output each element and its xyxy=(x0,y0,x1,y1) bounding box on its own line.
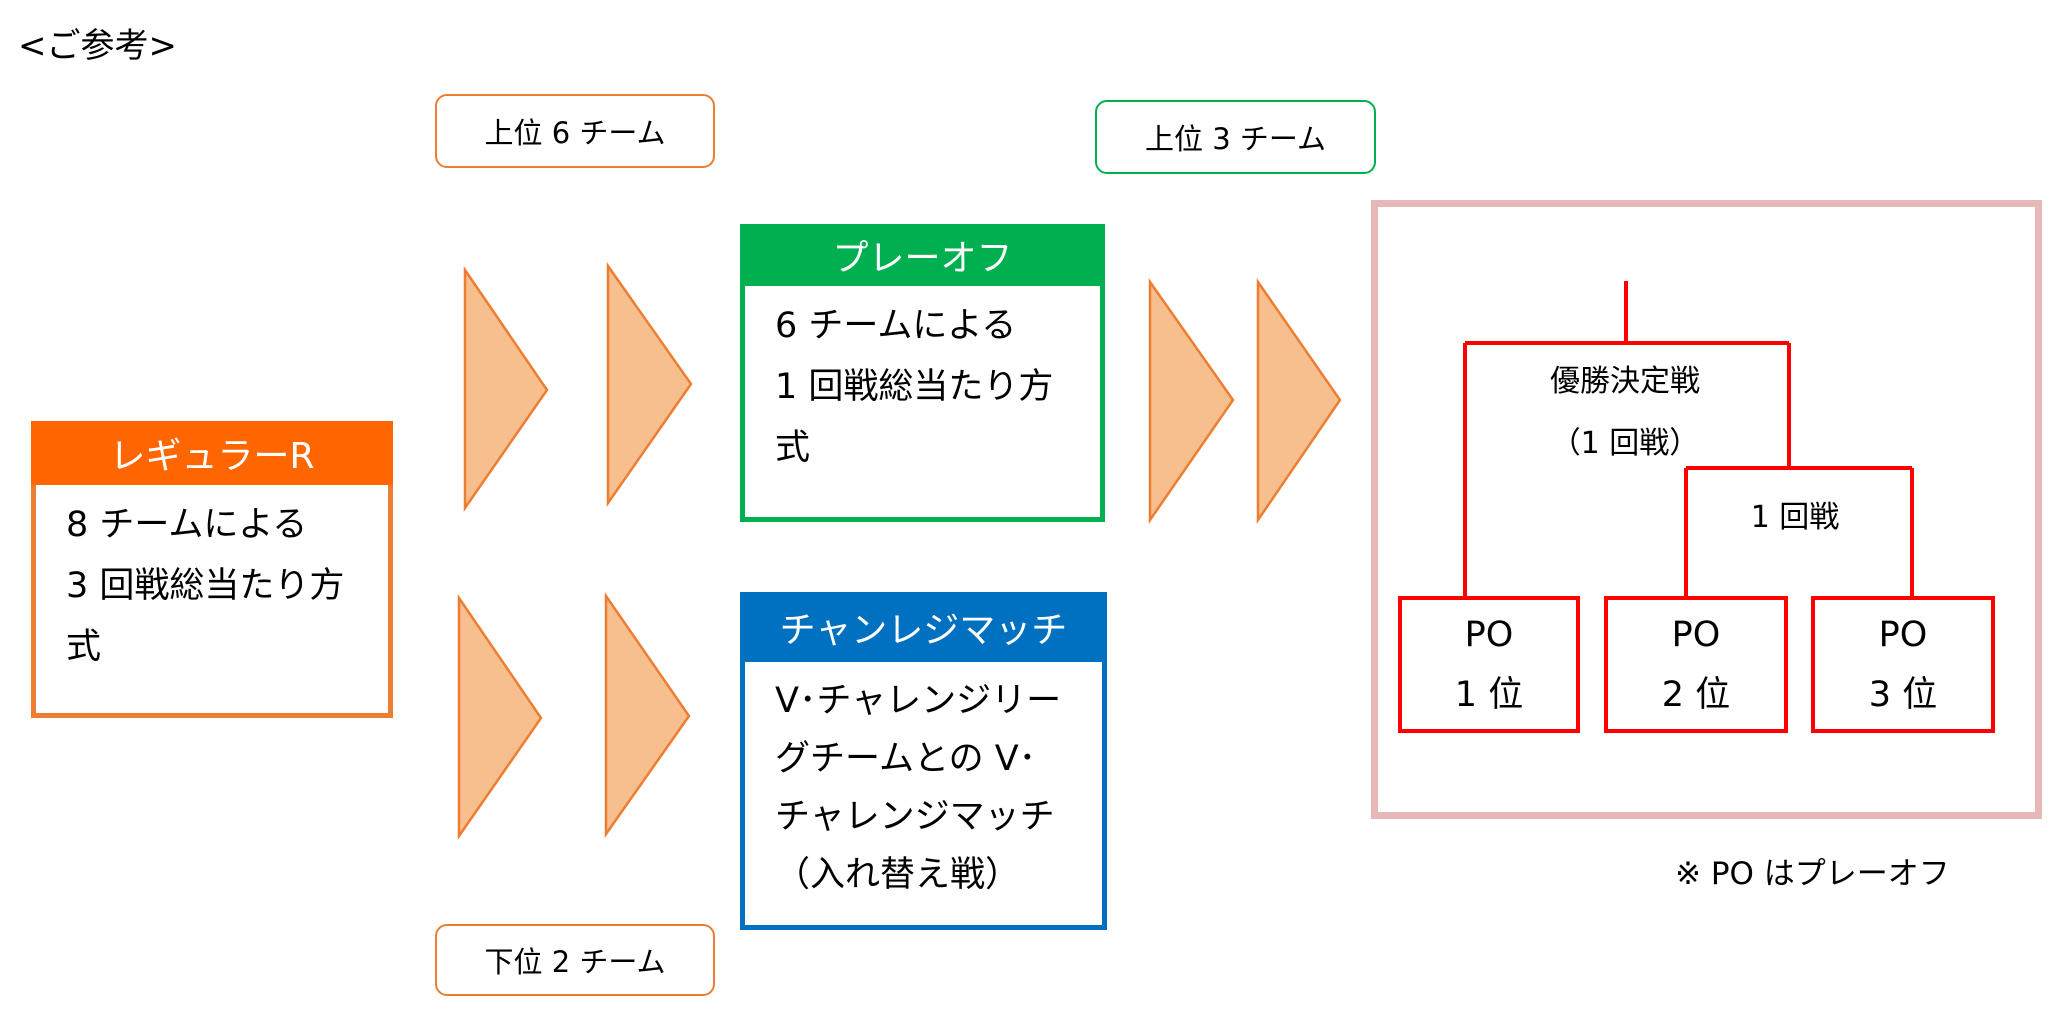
po-2nd-box: PO 2 位 xyxy=(1604,596,1788,733)
challenge-match-title: チャンレジマッチ xyxy=(740,592,1107,662)
final-label: 優勝決定戦 xyxy=(1550,364,1700,399)
label-top6: 上位 6 チーム xyxy=(435,94,715,168)
label-bottom2: 下位 2 チーム xyxy=(435,924,715,996)
po-2nd-top: PO xyxy=(1671,614,1721,655)
po-3rd-bottom: 3 位 xyxy=(1868,674,1938,715)
arrow-top-1 xyxy=(463,265,549,512)
po-2nd-bottom: 2 位 xyxy=(1661,674,1731,715)
bracket-frame xyxy=(1371,200,2042,819)
arrow-playoff-2 xyxy=(1256,278,1342,525)
arrow-bottom-2 xyxy=(604,591,691,838)
challenge-match-box: チャンレジマッチ V･チャレンジリー グチームとの V･ チャレンジマッチ （入… xyxy=(740,592,1107,930)
label-top3: 上位 3 チーム xyxy=(1095,100,1376,174)
arrow-top-2 xyxy=(606,262,693,507)
arrow-playoff-1 xyxy=(1148,278,1235,525)
po-1st-box: PO 1 位 xyxy=(1398,596,1580,733)
playoff-body: 6 チームによる 1 回戦総当たり方 式 xyxy=(775,306,1054,468)
playoff-box: プレーオフ 6 チームによる 1 回戦総当たり方 式 xyxy=(740,224,1105,522)
po-1st-bottom: 1 位 xyxy=(1454,674,1524,715)
footnote: ※ PO はプレーオフ xyxy=(1675,856,1950,892)
final-rounds: （1 回戦） xyxy=(1550,426,1700,461)
regular-season-box: レギュラーR 8 チームによる 3 回戦総当たり方 式 xyxy=(31,421,393,718)
po-3rd-box: PO 3 位 xyxy=(1811,596,1995,733)
semi-label: 1 回戦 xyxy=(1750,500,1840,535)
playoff-title: プレーオフ xyxy=(740,224,1105,286)
arrow-bottom-1 xyxy=(457,593,543,840)
challenge-match-body: V･チャレンジリー グチームとの V･ チャレンジマッチ （入れ替え戦） xyxy=(775,681,1062,895)
label-top3-text: 上位 3 チーム xyxy=(1144,122,1327,156)
page-heading: <ご参考> xyxy=(18,26,177,66)
po-3rd-top: PO xyxy=(1878,614,1928,655)
label-bottom2-text: 下位 2 チーム xyxy=(484,945,666,979)
regular-season-body: 8 チームによる 3 回戦総当たり方 式 xyxy=(66,505,345,667)
po-1st-top: PO xyxy=(1464,614,1514,655)
regular-season-title: レギュラーR xyxy=(31,421,393,485)
label-top6-text: 上位 6 チーム xyxy=(484,116,666,150)
